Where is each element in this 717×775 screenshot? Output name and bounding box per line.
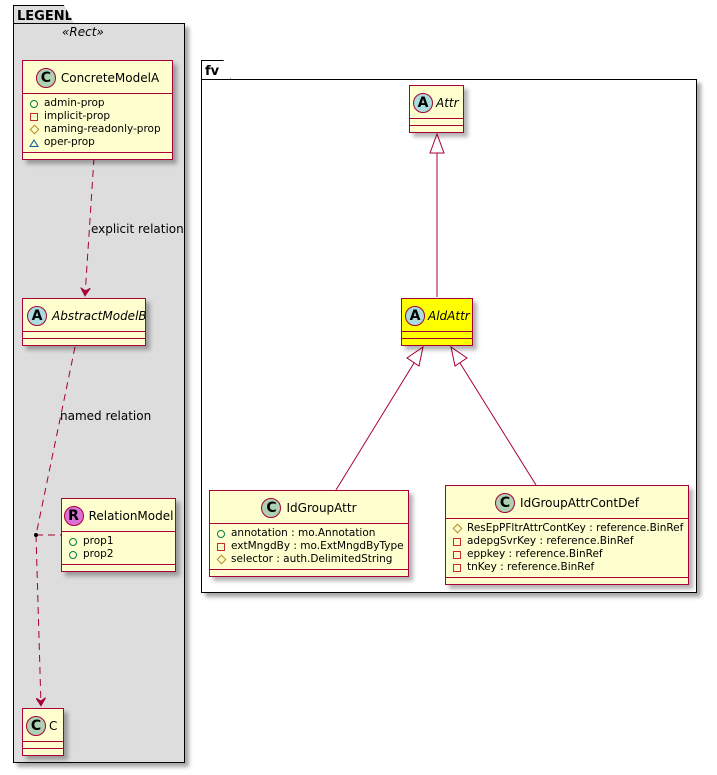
method-list <box>210 570 408 576</box>
class-name: ConcreteModelA <box>60 70 160 85</box>
private-visibility-icon <box>453 537 461 546</box>
public-visibility-icon <box>69 537 77 546</box>
method-list <box>23 153 172 159</box>
named-relation-label: named relation <box>60 409 152 423</box>
class-attr[interactable]: A Attr <box>409 85 464 133</box>
inheritance-arrowhead-right <box>450 345 468 367</box>
attribute-list: prop1 prop2 <box>62 532 175 565</box>
abstract-badge-icon: A <box>405 305 425 326</box>
fv-package-name: fv <box>205 64 220 79</box>
legend-package-name: LEGEND <box>17 9 76 24</box>
inheritance-idgroupattr-aldattr <box>335 362 415 491</box>
inheritance-contdef-aldattr <box>459 362 537 486</box>
class-name: IdGroupAttrContDef <box>520 495 639 510</box>
class-badge-icon: C <box>26 715 46 736</box>
class-name: RelationModel <box>88 508 174 523</box>
public-visibility-icon <box>30 99 38 108</box>
attribute: prop1 <box>68 535 169 548</box>
class-id-group-attr-cont-def[interactable]: C IdGroupAttrContDef ResEpPFltrAttrContK… <box>445 485 689 585</box>
abstract-badge-icon: A <box>413 92 433 113</box>
attribute-list <box>410 119 463 126</box>
class-badge-icon: C <box>261 497 282 518</box>
attribute: annotation : mo.Annotation <box>216 527 402 540</box>
method-list <box>402 339 472 345</box>
class-name: IdGroupAttr <box>286 500 357 515</box>
class-badge-icon: C <box>495 492 516 513</box>
private-visibility-icon <box>30 112 38 121</box>
attribute-list <box>23 742 63 749</box>
class-name: C <box>49 718 58 733</box>
class-relation-model[interactable]: R RelationModel prop1 prop2 <box>61 498 176 572</box>
attribute: admin-prop <box>29 97 166 110</box>
package-visibility-icon <box>29 138 39 147</box>
attribute-list <box>402 332 472 339</box>
named-relation-line-lower <box>35 534 41 706</box>
attribute-list <box>23 332 145 339</box>
public-visibility-icon <box>69 550 77 559</box>
attribute: eppkey : reference.BinRef <box>452 548 682 561</box>
protected-visibility-icon <box>216 554 227 565</box>
method-list <box>23 749 63 755</box>
attribute: ResEpPFltrAttrContKey : reference.BinRef <box>452 522 683 535</box>
attribute: extMngdBy : mo.ExtMngdByType <box>216 540 404 553</box>
join-point <box>34 533 38 537</box>
method-list <box>62 565 175 571</box>
attribute: adepgSvrKey : reference.BinRef <box>452 535 682 548</box>
attribute: tnKey : reference.BinRef <box>452 561 682 574</box>
legend-package-tab: LEGEND <box>13 5 75 25</box>
attribute: selector : auth.DelimitedString <box>216 553 402 566</box>
named-relation-line-upper <box>35 346 76 536</box>
attribute: implicit-prop <box>29 110 166 123</box>
attribute: prop2 <box>68 548 169 561</box>
method-list <box>410 126 463 132</box>
inheritance-arrowhead-attr <box>429 132 445 154</box>
private-visibility-icon <box>453 563 461 572</box>
attribute: naming-readonly-prop <box>29 123 166 136</box>
public-visibility-icon <box>217 529 225 538</box>
method-list <box>23 339 145 345</box>
protected-visibility-icon <box>29 124 40 135</box>
protected-visibility-icon <box>452 523 463 534</box>
explicit-relation-label: explicit relation <box>91 222 184 236</box>
attribute-list: admin-prop implicit-prop naming-readonly… <box>23 94 172 153</box>
class-concrete-model-a[interactable]: C ConcreteModelA admin-prop implicit-pro… <box>22 60 173 160</box>
attribute-list: ResEpPFltrAttrContKey : reference.BinRef… <box>446 519 688 578</box>
inheritance-arrowhead-left <box>406 345 424 367</box>
private-visibility-icon <box>217 542 225 551</box>
abstract-badge-icon: A <box>27 305 47 326</box>
legend-stereotype: «Rect» <box>62 25 104 39</box>
class-abstract-model-b[interactable]: A AbstractModelB <box>22 298 147 346</box>
attribute: oper-prop <box>29 136 166 149</box>
attribute-list: annotation : mo.Annotation extMngdBy : m… <box>210 524 408 570</box>
method-list <box>446 578 688 584</box>
class-name: AbstractModelB <box>52 308 147 323</box>
class-badge-icon: C <box>35 67 56 88</box>
class-name: Attr <box>436 95 459 110</box>
class-id-group-attr[interactable]: C IdGroupAttr annotation : mo.Annotation… <box>209 490 409 577</box>
relation-badge-icon: R <box>63 505 84 526</box>
class-c[interactable]: C C <box>22 708 64 756</box>
class-ald-attr[interactable]: A AldAttr <box>401 298 473 346</box>
private-visibility-icon <box>453 550 461 559</box>
class-name: AldAttr <box>428 308 470 323</box>
